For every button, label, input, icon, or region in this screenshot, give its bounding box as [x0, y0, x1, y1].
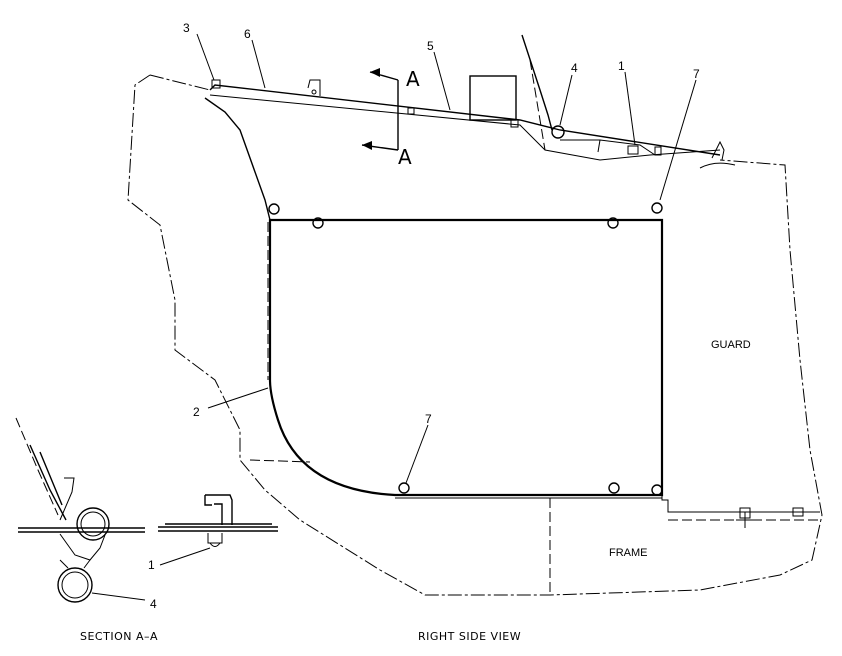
section-ring-upper	[76, 507, 110, 541]
bolt[interactable]	[312, 217, 324, 229]
callout-1: 1	[618, 59, 625, 73]
section-ring-lower-inner	[61, 571, 89, 599]
leader-section-4	[91, 592, 146, 601]
top-stud	[510, 119, 519, 128]
detail-plate	[158, 523, 278, 532]
guard-panel[interactable]	[268, 218, 664, 497]
section-ring-lower	[57, 567, 93, 603]
top-lug-hole	[311, 89, 317, 95]
leader-lines	[196, 33, 697, 484]
callout-4: 4	[571, 61, 578, 75]
bolt[interactable]	[651, 202, 663, 214]
latch-ring	[551, 125, 565, 139]
section-cut-marker: A A	[361, 67, 420, 169]
frame-clip-mark	[736, 512, 760, 528]
section-caption: SECTION A–A	[80, 630, 158, 643]
callout-5: 5	[427, 39, 434, 53]
top-stud	[211, 79, 221, 89]
machine-outline	[127, 74, 823, 596]
right-side-view: 3 6 5 4 1 7 2 7 A A GUARD FRAME RIGHT SI…	[127, 21, 823, 643]
guard-edge	[204, 97, 271, 221]
top-rail	[209, 84, 721, 156]
top-stud	[407, 107, 415, 115]
bolt[interactable]	[608, 482, 620, 494]
top-lug	[307, 79, 321, 96]
latch-plate	[560, 139, 656, 156]
latch-block	[627, 145, 639, 155]
latch-block	[654, 146, 662, 156]
callout-7: 7	[425, 412, 432, 426]
latch-handle	[521, 34, 553, 131]
section-link	[59, 559, 91, 569]
section-a-a-view: 1 4 SECTION A–A	[15, 417, 278, 643]
detail-bracket	[204, 494, 233, 525]
callout-6: 6	[244, 27, 251, 41]
callout-4-section: 4	[150, 597, 157, 611]
latch-handle-dash	[529, 59, 546, 151]
section-handle	[29, 444, 67, 521]
section-mark-lower: A	[398, 145, 412, 169]
latch-hook	[711, 140, 725, 161]
callout-7: 7	[693, 67, 700, 81]
latch-curve	[699, 162, 736, 169]
section-handle-dash	[15, 417, 59, 516]
right-side-view-caption: RIGHT SIDE VIEW	[418, 630, 521, 643]
callout-1-section: 1	[148, 558, 155, 572]
bolt[interactable]	[651, 484, 663, 496]
top-rail-lower	[209, 94, 721, 161]
panel-bolts	[268, 202, 663, 496]
leader-section-1	[159, 547, 211, 566]
frame-left-dash	[249, 459, 311, 463]
frame-label: FRAME	[609, 547, 648, 559]
bolt[interactable]	[398, 482, 410, 494]
bolt[interactable]	[607, 217, 619, 229]
callout-2: 2	[193, 405, 200, 419]
frame-clip	[792, 507, 804, 517]
detail-stud	[207, 533, 223, 547]
bolt[interactable]	[268, 203, 280, 215]
callout-3: 3	[183, 21, 190, 35]
top-box-bracket	[469, 75, 517, 121]
guard-right-boundary	[661, 220, 820, 513]
guard-label: GUARD	[711, 339, 751, 351]
section-mark-upper: A	[406, 67, 420, 91]
section-ring-upper-inner	[80, 511, 106, 537]
latch-assembly[interactable]	[521, 34, 736, 169]
